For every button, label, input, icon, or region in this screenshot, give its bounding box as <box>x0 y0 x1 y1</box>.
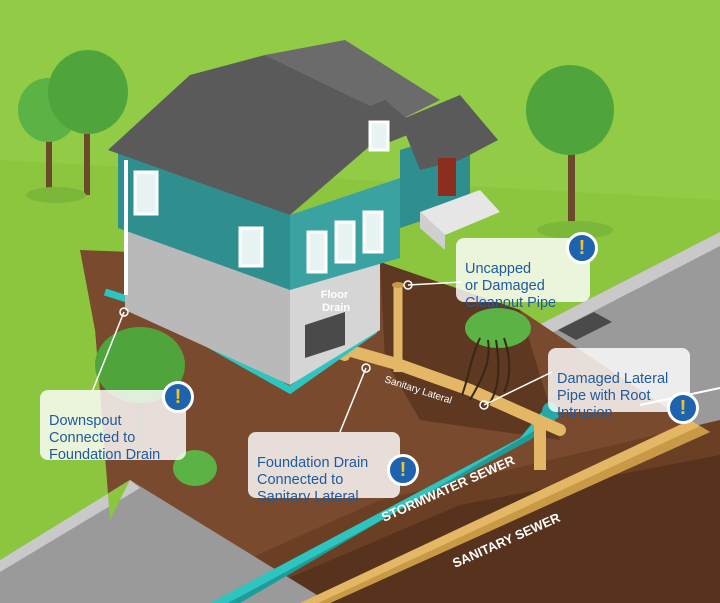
house <box>108 40 500 385</box>
alert-icon: ! <box>162 381 194 413</box>
cleanout-cap <box>392 282 404 288</box>
leader-root-dot <box>479 400 489 410</box>
porch-steps <box>420 190 500 235</box>
window-front-2 <box>238 226 264 268</box>
roof-porch <box>400 95 498 170</box>
callout-cleanout-text: Uncapped or Damaged Cleanout Pipe <box>465 261 557 311</box>
leader-downspout-dot <box>119 307 129 317</box>
leader-cleanout-dot <box>403 280 413 290</box>
alert-icon: ! <box>566 232 598 264</box>
basement-window <box>305 312 345 358</box>
leader-cleanout <box>407 281 463 286</box>
callout-foundation-text: Foundation Drain Connected to Sanitary L… <box>257 455 369 505</box>
porch-steps-front <box>420 212 445 250</box>
sanitary-sewer-pipe-shade <box>318 426 710 603</box>
window-side-3 <box>362 210 384 254</box>
sanitary-lateral-pipe <box>324 339 566 436</box>
bush-trench <box>465 308 531 348</box>
window-side-1 <box>306 230 328 274</box>
storm-grate <box>558 312 612 340</box>
roots <box>461 337 511 406</box>
callout-foundation-drain: Foundation Drain Connected to Sanitary L… <box>248 432 400 505</box>
front-door <box>438 158 456 196</box>
soil-trench-side <box>380 262 560 440</box>
callout-downspout-text: Downspout Connected to Foundation Drain <box>49 413 161 463</box>
callout-cleanout-pipe: Uncapped or Damaged Cleanout Pipe <box>456 238 590 311</box>
house-foundation <box>125 225 290 385</box>
tree-left <box>18 50 128 203</box>
tree-right <box>526 65 614 239</box>
alert-icon: ! <box>387 454 419 486</box>
alert-icon: ! <box>667 392 699 424</box>
curb-lower <box>0 480 140 572</box>
leader-foundation <box>339 367 367 433</box>
shrub-front <box>173 450 217 486</box>
leader-root <box>483 371 553 406</box>
roof-side <box>265 40 440 120</box>
floor-drain-label: Floor Drain <box>321 289 352 314</box>
callout-lateral-root-intrusion: Damaged Lateral Pipe with Root Intrusion <box>548 348 690 421</box>
curb-upper <box>500 232 720 352</box>
window-dormer <box>368 120 390 152</box>
window-front-1 <box>133 170 159 216</box>
leader-foundation-dot <box>361 363 371 373</box>
roof-main <box>108 55 400 215</box>
callout-lateral-root-text: Damaged Lateral Pipe with Root Intrusion <box>557 371 669 421</box>
window-side-2 <box>334 220 356 264</box>
sanitary-sewer-pipe <box>300 420 710 603</box>
leader-downspout <box>91 311 125 393</box>
callout-downspout: Downspout Connected to Foundation Drain <box>40 390 186 463</box>
